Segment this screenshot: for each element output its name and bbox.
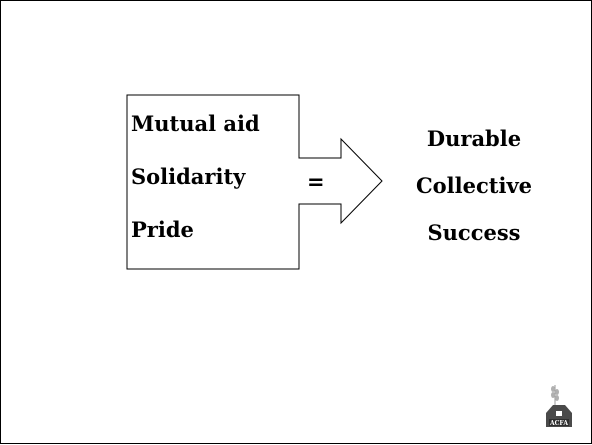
left-item-mutual-aid: Mutual aid xyxy=(131,111,260,136)
left-items-list: Mutual aid Solidarity Pride xyxy=(131,113,260,272)
right-item-success: Success xyxy=(427,220,521,245)
left-item-pride: Pride xyxy=(131,217,194,242)
left-item-solidarity: Solidarity xyxy=(131,164,246,189)
barn-wheat-logo-icon: ACFA xyxy=(546,385,572,427)
right-item-durable: Durable xyxy=(426,126,522,151)
right-item-collective: Collective xyxy=(415,173,533,198)
right-items-list: Durable Collective Success xyxy=(399,128,549,269)
logo-text: ACFA xyxy=(549,420,568,427)
equals-sign: = xyxy=(307,170,325,194)
